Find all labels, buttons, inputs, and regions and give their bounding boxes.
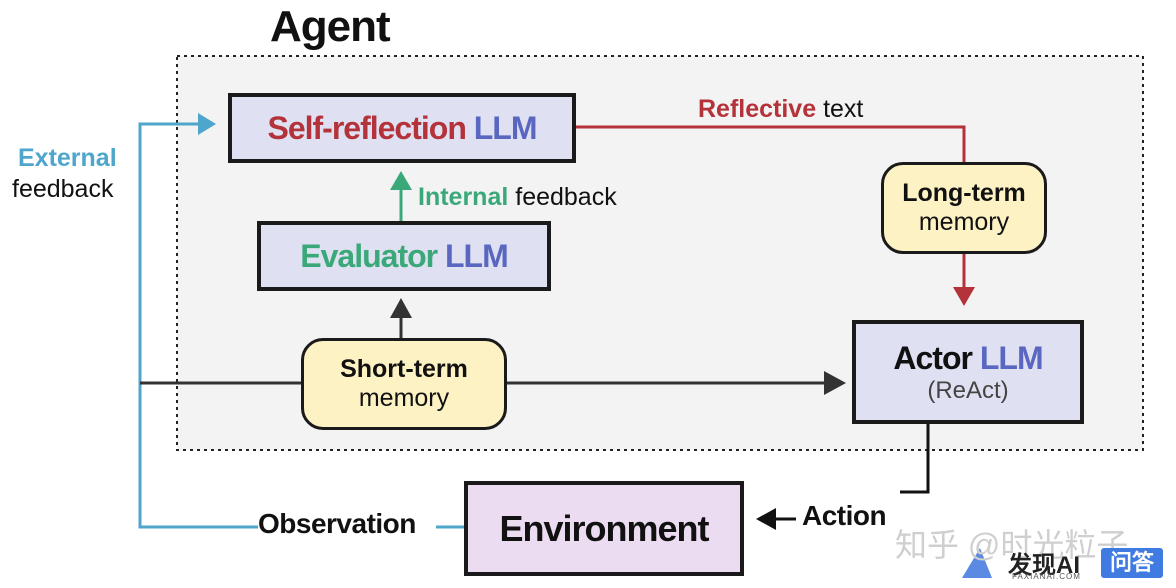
reflective-label: Reflective <box>698 95 817 123</box>
internal-feedback-label: Internal feedback <box>418 183 617 212</box>
reflective-text-suffix: text <box>823 95 864 123</box>
short-term-memory-line2: memory <box>358 384 450 412</box>
action-label: Action <box>802 500 887 531</box>
actor-llm-suffix: LLM <box>979 339 1044 376</box>
qa-badge: 问答 <box>1101 548 1163 578</box>
evaluator-llm-suffix: LLM <box>444 237 509 274</box>
long-term-memory-line1: Long-term <box>902 179 1026 207</box>
actor-llm-label: Actor LLM <box>893 339 1044 377</box>
action-line <box>900 424 930 494</box>
actor-label: Actor <box>893 339 973 376</box>
self-reflection-label: Self-reflection <box>267 109 466 146</box>
internal-label: Internal <box>418 183 509 211</box>
brand-watermark: 发现AI <box>1008 552 1080 579</box>
memory-to-actor-red-arrowhead <box>953 287 975 306</box>
actor-llm-box: Actor LLM (ReAct) <box>852 320 1084 424</box>
brand-watermark-sub: FAXIANAI.COM <box>1012 572 1081 581</box>
external-feedback-line <box>138 122 258 529</box>
memory-to-evaluator-arrowhead <box>390 298 412 318</box>
short-term-memory-box: Short-term memory <box>301 338 507 430</box>
environment-label: Environment <box>499 507 709 549</box>
reflective-text-line <box>576 125 966 162</box>
internal-feedback-suffix: feedback <box>515 183 617 211</box>
external-feedback-label-line1: External <box>18 144 117 172</box>
evaluator-llm-label: Evaluator LLM <box>300 237 509 275</box>
external-feedback-arrowhead <box>198 113 216 135</box>
self-reflection-llm-label: Self-reflection LLM <box>267 109 538 147</box>
agent-title: Agent <box>270 2 391 51</box>
short-term-memory-line1: Short-term <box>340 355 468 383</box>
brand-logo-icon <box>962 548 992 578</box>
internal-feedback-arrowhead <box>390 171 412 190</box>
long-term-memory-line2: memory <box>918 208 1010 236</box>
environment-box: Environment <box>464 481 744 576</box>
long-term-memory-box: Long-term memory <box>881 162 1047 254</box>
zhihu-watermark: 知乎 @时光粒子 <box>895 527 1129 563</box>
self-reflection-llm-box: Self-reflection LLM <box>228 93 576 163</box>
evaluator-label: Evaluator <box>300 237 438 274</box>
memory-to-actor-arrowhead <box>824 371 846 395</box>
actor-subtitle: (ReAct) <box>927 376 1009 404</box>
action-arrowhead <box>756 508 776 530</box>
observation-label: Observation <box>258 508 416 539</box>
external-feedback-label-line2: feedback <box>12 175 114 203</box>
self-reflection-llm-suffix: LLM <box>473 109 538 146</box>
evaluator-llm-box: Evaluator LLM <box>257 221 551 291</box>
reflective-text-label: Reflective text <box>698 95 863 124</box>
